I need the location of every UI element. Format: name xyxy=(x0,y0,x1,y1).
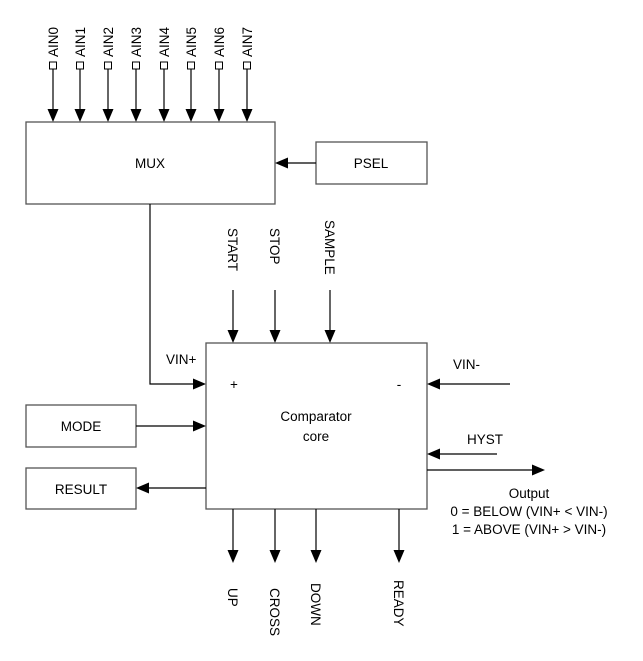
ain1-pin-square xyxy=(76,61,84,70)
ain6-arrow-head xyxy=(213,109,225,122)
cross-event-label: CROSS xyxy=(267,588,282,636)
ain4-pin-square xyxy=(160,61,168,70)
ain2-pin-square xyxy=(104,61,112,70)
ain3-pin-square xyxy=(132,61,140,70)
stop-task-label: STOP xyxy=(267,228,282,265)
analog-inputs: AIN0 AIN1 AIN2 AIN3 AIN4 AIN5 AIN6 AIN7 xyxy=(46,26,255,122)
ain0-label: AIN0 xyxy=(46,27,61,57)
down-event-label: DOWN xyxy=(308,583,323,626)
vin-minus-label: VIN- xyxy=(453,357,480,372)
minus-sign: - xyxy=(397,377,402,392)
output-arrow-head xyxy=(532,464,545,476)
psel-arrow-head xyxy=(275,157,288,169)
output-below-desc: 0 = BELOW (VIN+ < VIN-) xyxy=(450,504,607,519)
mux-block xyxy=(25,121,276,205)
mode-label: MODE xyxy=(61,419,102,434)
vin-minus-arrow-head xyxy=(427,378,440,390)
output-title: Output xyxy=(509,486,550,501)
sample-task-label: SAMPLE xyxy=(322,220,337,275)
mode-block xyxy=(25,404,137,448)
ain1-arrow-head xyxy=(74,109,86,122)
up-event-arrow-head xyxy=(227,550,239,563)
psel-block xyxy=(315,141,428,185)
ain7-label: AIN7 xyxy=(240,27,255,57)
plus-sign: + xyxy=(230,377,238,392)
ain0-pin-square xyxy=(49,61,57,70)
mux-label: MUX xyxy=(135,156,165,171)
cross-event-arrow-head xyxy=(269,550,281,563)
ain3-label: AIN3 xyxy=(129,27,144,57)
psel-label: PSEL xyxy=(354,156,389,171)
ain0-arrow-head xyxy=(47,109,59,122)
task-inputs: START STOP SAMPLE xyxy=(225,220,337,343)
ain5-pin-square xyxy=(187,61,195,70)
down-event-arrow-head xyxy=(310,550,322,563)
ain7-arrow-head xyxy=(241,109,253,122)
event-outputs: UP CROSS DOWN READY xyxy=(225,509,406,636)
vin-plus-wire xyxy=(149,204,195,385)
result-label: RESULT xyxy=(55,482,107,497)
ain3-arrow-head xyxy=(130,109,142,122)
start-task-arrow-head xyxy=(227,330,239,343)
ready-event-label: READY xyxy=(391,580,406,627)
output-above-desc: 1 = ABOVE (VIN+ > VIN-) xyxy=(452,522,606,537)
ain5-arrow-head xyxy=(185,109,197,122)
vin-plus-label: VIN+ xyxy=(166,352,197,367)
hyst-arrow-head xyxy=(427,448,440,460)
comparator-core-block xyxy=(205,342,428,510)
start-task-label: START xyxy=(225,228,240,271)
comparator-label-line1: Comparator xyxy=(280,409,352,424)
ain6-pin-square xyxy=(215,61,223,70)
ain2-arrow-head xyxy=(102,109,114,122)
hyst-label: HYST xyxy=(467,432,503,447)
ain7-pin-square xyxy=(243,61,251,70)
sample-task-arrow-head xyxy=(324,330,336,343)
mode-arrow-head xyxy=(193,420,206,432)
result-arrow-head xyxy=(136,482,149,494)
vin-plus-arrow-head xyxy=(193,378,206,390)
ain5-label: AIN5 xyxy=(184,27,199,57)
ain6-label: AIN6 xyxy=(212,27,227,57)
ain4-label: AIN4 xyxy=(157,26,172,57)
comparator-label-line2: core xyxy=(303,429,329,444)
ain1-label: AIN1 xyxy=(73,27,88,57)
result-block xyxy=(25,467,137,510)
ready-event-arrow-head xyxy=(393,550,405,563)
ain2-label: AIN2 xyxy=(101,27,116,57)
ain4-arrow-head xyxy=(158,109,170,122)
stop-task-arrow-head xyxy=(269,330,281,343)
up-event-label: UP xyxy=(225,588,240,607)
